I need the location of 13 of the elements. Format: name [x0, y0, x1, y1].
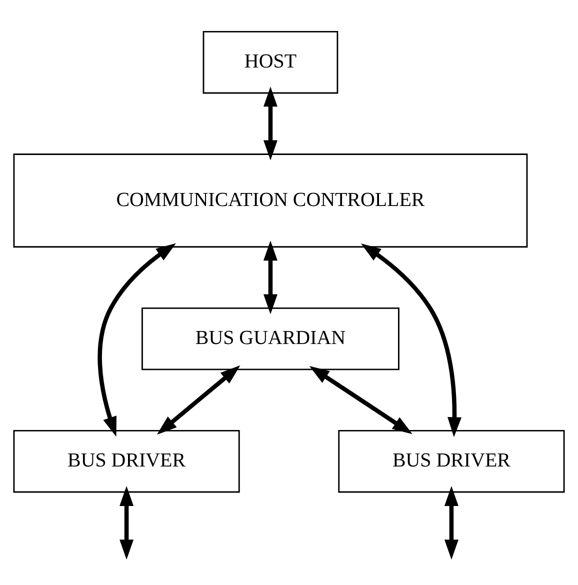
arrow: [156, 364, 240, 434]
node-box: HOST: [202, 30, 338, 94]
node-box: COMMUNICATION CONTROLLER: [13, 153, 528, 248]
arrow: [360, 242, 462, 437]
node-box: BUS GUARDIAN: [142, 306, 400, 370]
arrow: [98, 242, 176, 436]
arrow: [309, 365, 412, 434]
node-box: BUS DRIVER: [13, 430, 240, 492]
arrow: [263, 240, 278, 314]
arrow: [263, 86, 278, 160]
arrow: [444, 485, 458, 560]
arrow: [120, 485, 134, 560]
node-box: BUS DRIVER: [338, 430, 565, 492]
